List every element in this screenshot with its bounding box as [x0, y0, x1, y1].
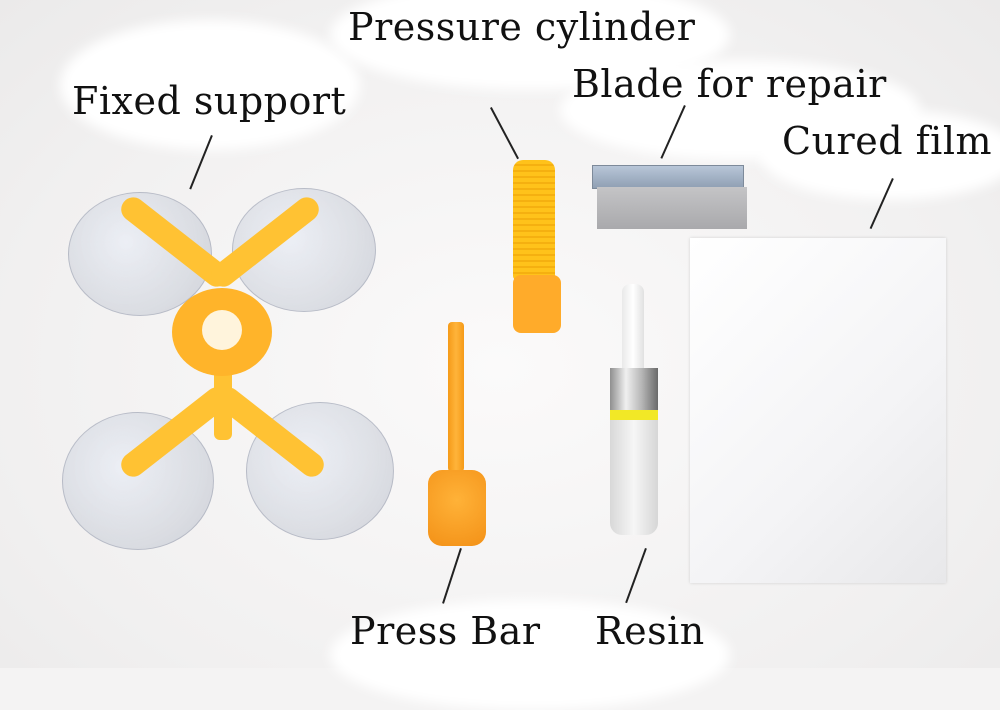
- resin-body: [610, 420, 658, 535]
- press-bar-head: [428, 470, 486, 546]
- resin-cap: [610, 368, 658, 410]
- label-backdrop: [760, 110, 1000, 200]
- blade-edge: [597, 187, 747, 229]
- resin-nozzle: [622, 284, 644, 374]
- label-backdrop: [60, 20, 360, 150]
- cylinder-cap: [513, 275, 561, 333]
- label-cured-film: Cured film: [782, 119, 993, 163]
- label-fixed-support: Fixed support: [72, 79, 347, 123]
- press-bar-rod: [448, 322, 464, 472]
- label-blade-for-repair: Blade for repair: [572, 62, 887, 106]
- cylinder-body: [513, 160, 555, 280]
- cured-film: [690, 238, 946, 583]
- label-resin: Resin: [595, 609, 705, 653]
- support-hub-hole: [202, 310, 242, 350]
- resin-label-stripe: [610, 410, 658, 420]
- label-press-bar: Press Bar: [350, 609, 541, 653]
- label-pressure-cylinder: Pressure cylinder: [348, 5, 696, 49]
- blade-spine: [592, 165, 744, 189]
